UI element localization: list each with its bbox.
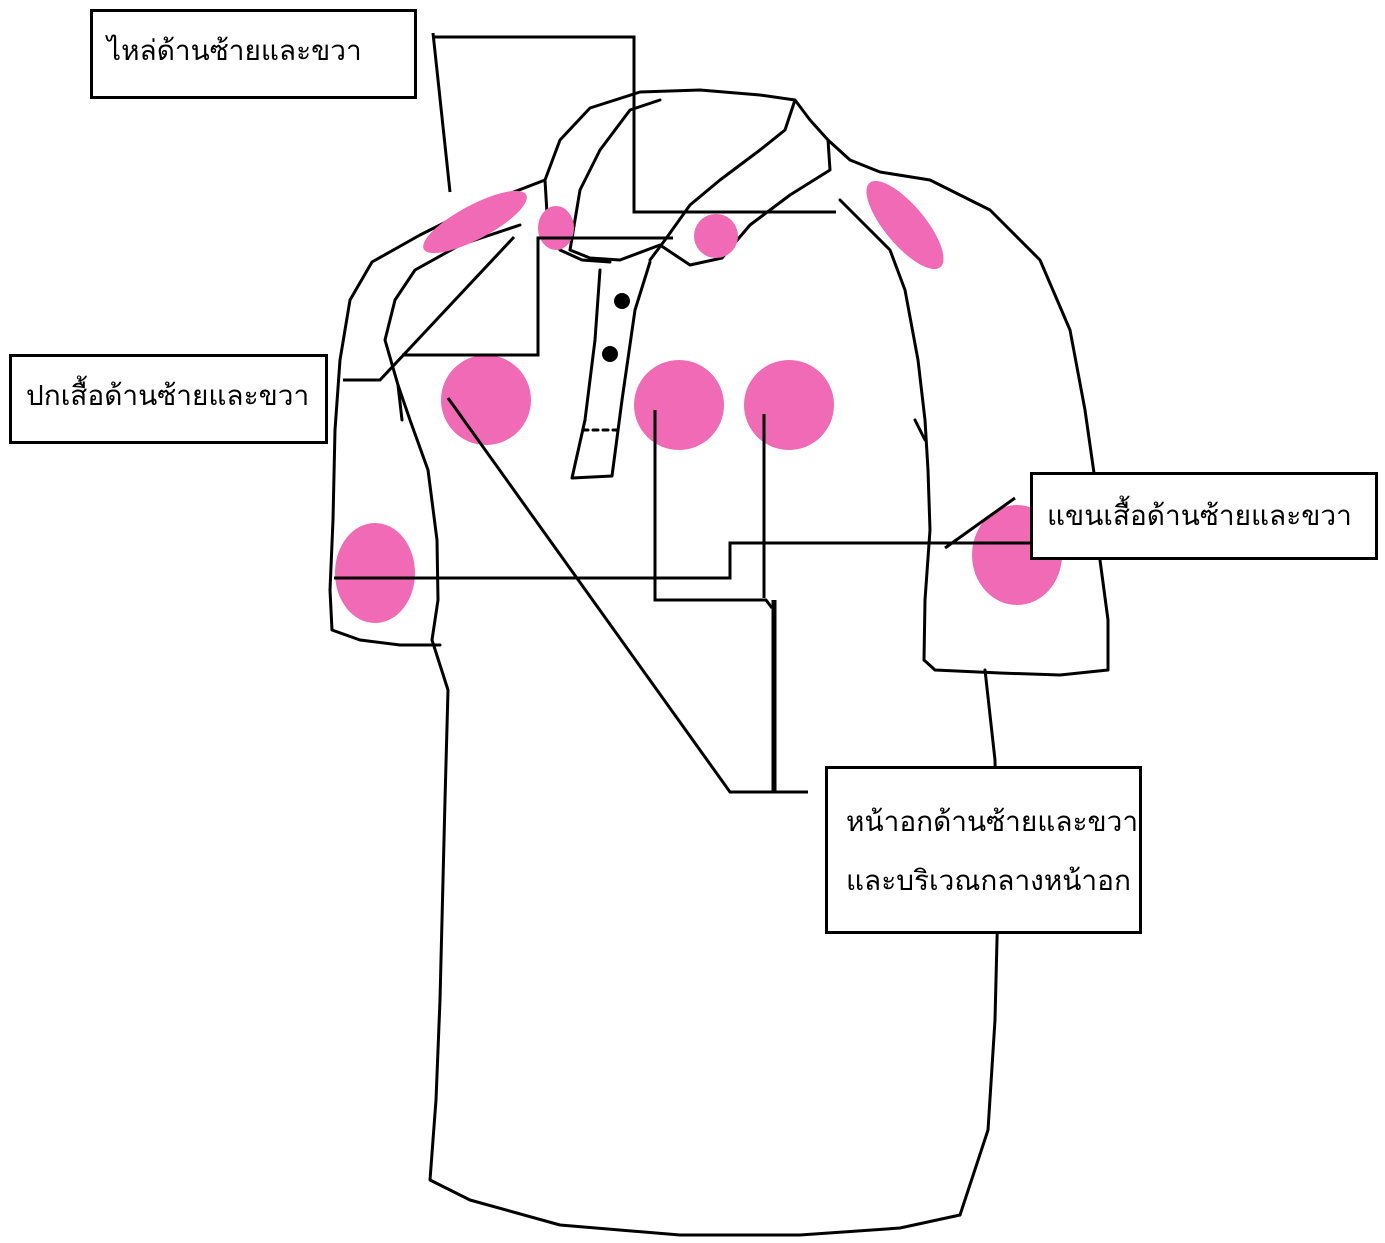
label-collar-text: ปกเสื้อด้านซ้ายและขวา <box>26 375 311 417</box>
spot-left-collar <box>538 206 574 250</box>
label-chest-line2: และบริเวณกลางหน้าอก <box>846 852 1121 911</box>
leader-shoulder-left <box>433 33 450 192</box>
leader-chest-left <box>448 398 808 792</box>
label-sleeve-text: แขนเสื้อด้านซ้ายและขวา <box>1047 495 1361 537</box>
label-chest-line1: หน้าอกด้านซ้ายและขวา <box>846 793 1121 852</box>
label-sleeve: แขนเสื้อด้านซ้ายและขวา <box>1030 472 1378 560</box>
spot-chest-left <box>441 355 531 445</box>
spot-group <box>335 170 1062 623</box>
spot-chest-right <box>744 360 834 450</box>
label-shoulder: ไหล่ด้านซ้ายและขวา <box>90 9 417 99</box>
spot-chest-center <box>634 360 724 450</box>
label-chest: หน้าอกด้านซ้ายและขวา และบริเวณกลางหน้าอก <box>825 766 1142 934</box>
spot-right-collar <box>694 214 738 258</box>
label-collar: ปกเสื้อด้านซ้ายและขวา <box>9 354 328 444</box>
leader-shoulder-right <box>433 37 836 212</box>
spot-left-shoulder <box>416 180 534 264</box>
polo-shirt-outline <box>330 90 1108 1235</box>
spot-left-sleeve <box>335 523 415 623</box>
label-shoulder-text: ไหล่ด้านซ้ายและขวา <box>107 30 400 72</box>
